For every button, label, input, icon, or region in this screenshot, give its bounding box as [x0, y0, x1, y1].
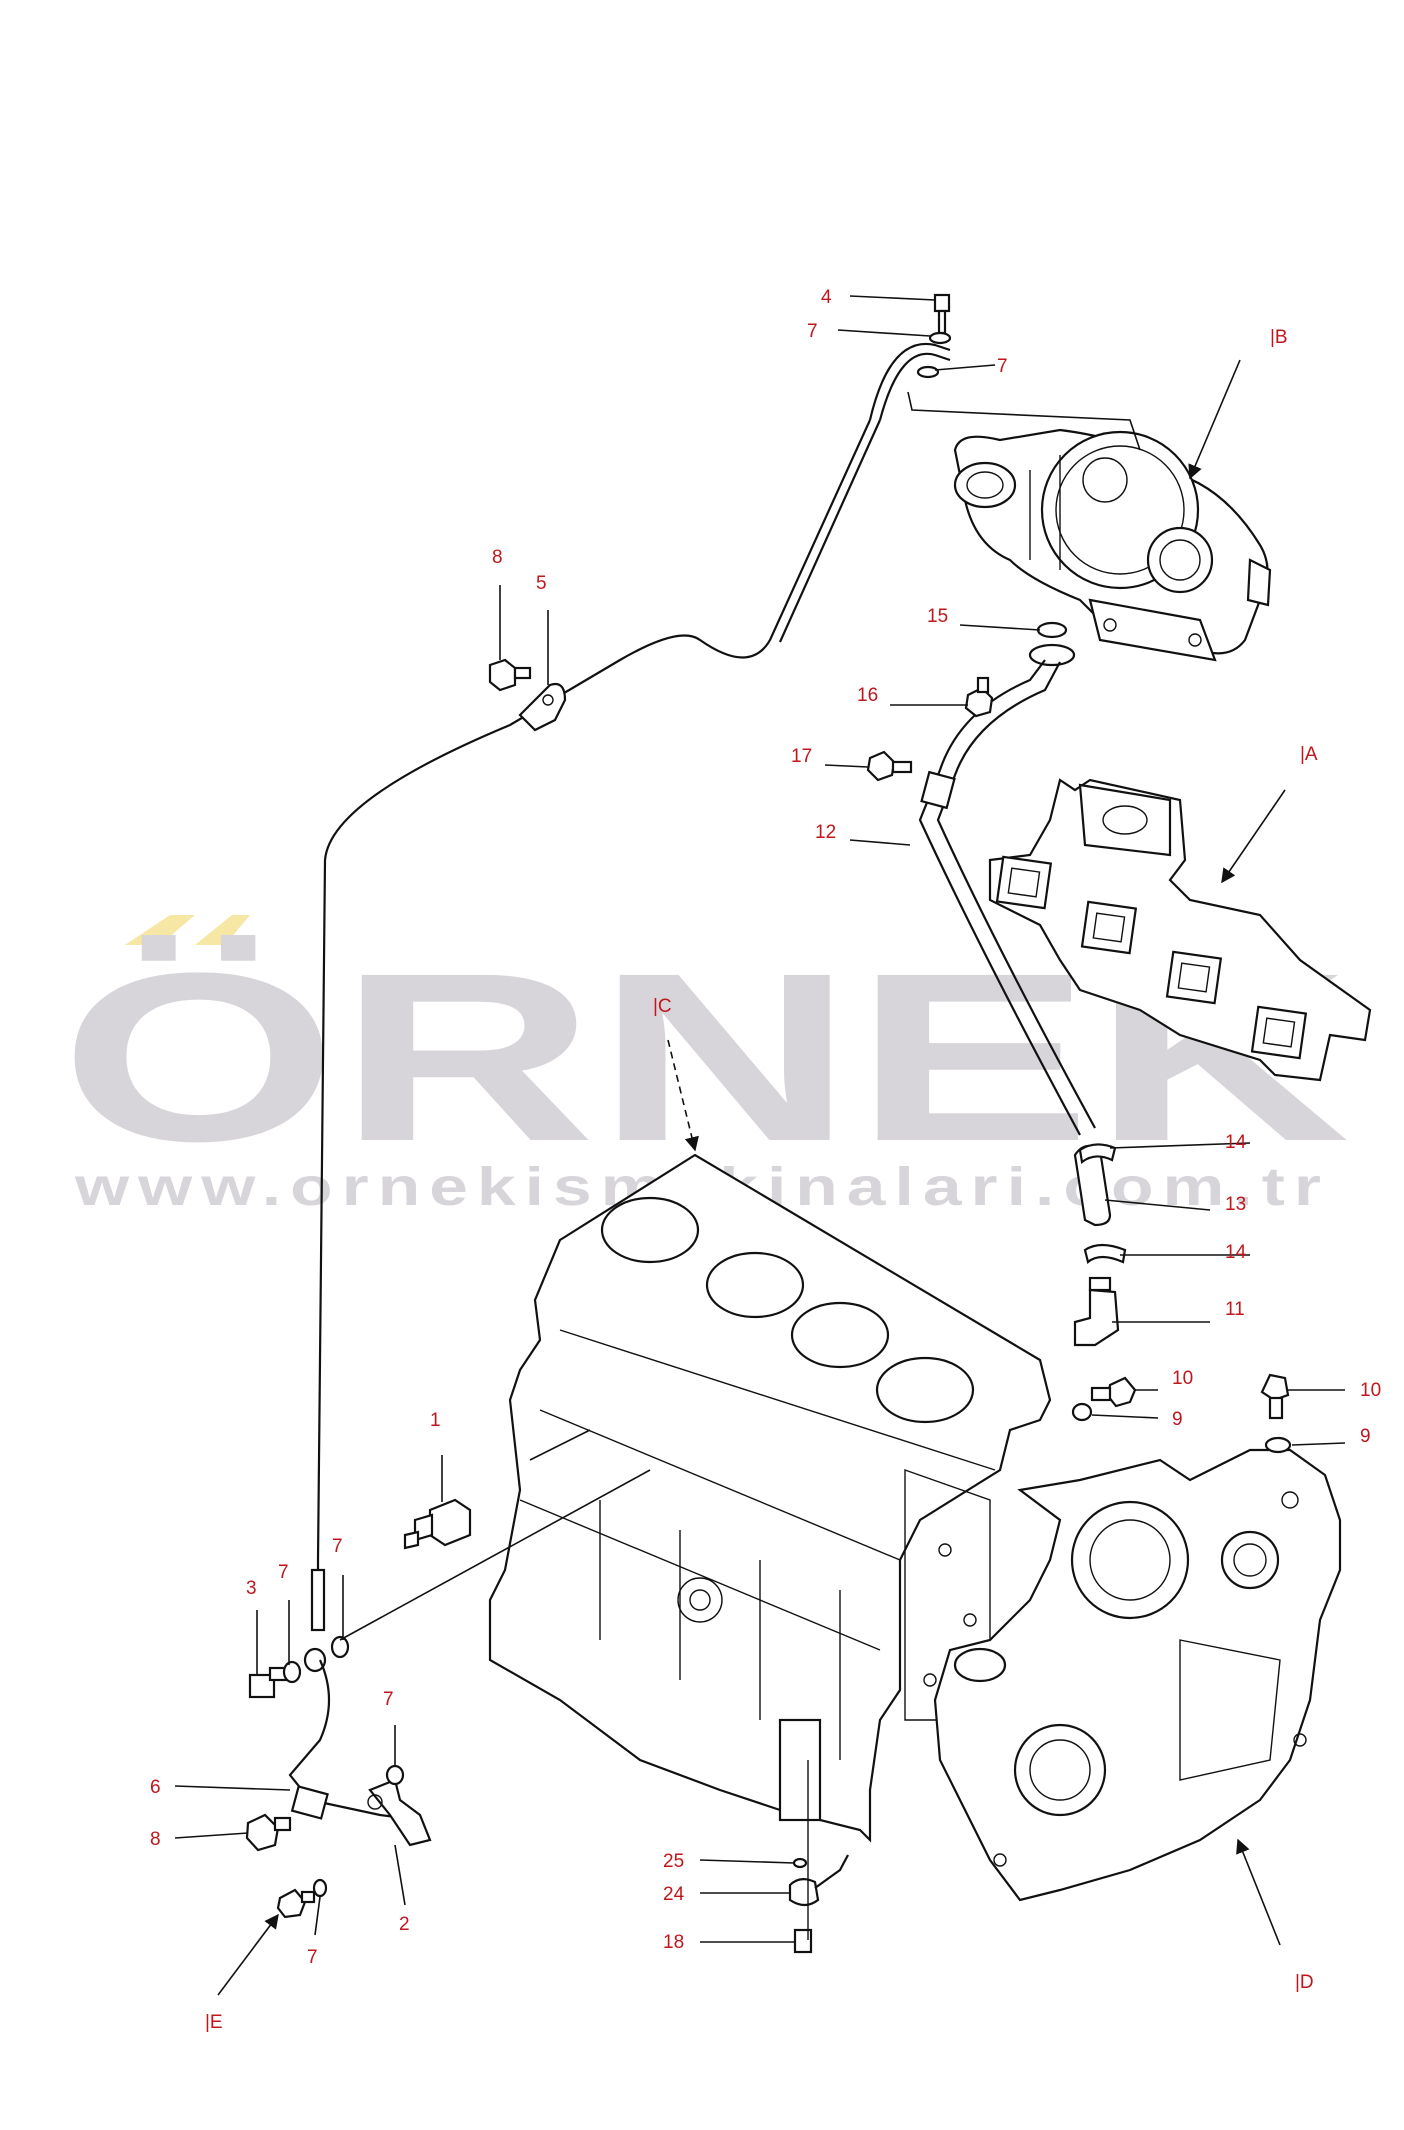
callout-10: 10	[1172, 1368, 1193, 1389]
turbocharger	[953, 428, 1272, 662]
callout-7: 7	[307, 1947, 318, 1968]
view-label-b: |B	[1270, 327, 1288, 348]
callout-8: 8	[150, 1829, 161, 1850]
callout-9: 9	[1360, 1426, 1371, 1447]
callout-7: 7	[332, 1536, 343, 1557]
watermark-accent-left	[125, 915, 195, 945]
view-label-e: |E	[205, 2012, 223, 2033]
callout-2: 2	[399, 1914, 410, 1935]
callout-16: 16	[857, 685, 878, 706]
callout-25: 25	[663, 1851, 684, 1872]
view-label-c: |C	[653, 996, 672, 1017]
oil-return-pipe	[918, 643, 1096, 1136]
cylinder-block	[488, 1153, 1052, 1843]
view-label-a: |A	[1300, 744, 1318, 765]
callout-8: 8	[492, 547, 503, 568]
callout-7: 7	[278, 1562, 289, 1583]
exhaust-manifold	[988, 778, 1372, 1082]
callout-14: 14	[1225, 1132, 1247, 1153]
view-label-d: |D	[1295, 1972, 1314, 1993]
callout-13: 13	[1225, 1194, 1246, 1215]
hose-and-elbow	[1073, 1143, 1127, 1347]
callouts: 4 7 7 8 5 15 16 17 12 14 13 14 11 10 9 1…	[150, 287, 1381, 1968]
callout-17: 17	[791, 746, 812, 767]
leader-lines	[174, 295, 1346, 1943]
callout-11: 11	[1225, 1299, 1245, 1320]
callout-12: 12	[815, 822, 836, 843]
callout-3: 3	[246, 1578, 257, 1599]
callout-7: 7	[383, 1689, 394, 1710]
callout-14: 14	[1225, 1242, 1247, 1263]
view-arrows	[217, 359, 1286, 1996]
small-parts	[245, 293, 1292, 1954]
watermark-accent-right	[195, 915, 250, 945]
callout-18: 18	[663, 1932, 684, 1953]
callout-9: 9	[1172, 1409, 1183, 1430]
callout-1: 1	[430, 1410, 441, 1431]
callout-24: 24	[663, 1884, 685, 1905]
gear-housing	[933, 1448, 1342, 1902]
callout-15: 15	[927, 606, 948, 627]
callout-4: 4	[821, 287, 832, 308]
callout-6: 6	[150, 1777, 161, 1798]
callout-7: 7	[997, 356, 1008, 377]
oil-feed-pipe	[310, 342, 951, 1632]
callout-7: 7	[807, 321, 818, 342]
callout-10: 10	[1360, 1380, 1381, 1401]
view-labels: |B |A |C |D |E	[205, 327, 1318, 2033]
callout-5: 5	[536, 573, 547, 594]
